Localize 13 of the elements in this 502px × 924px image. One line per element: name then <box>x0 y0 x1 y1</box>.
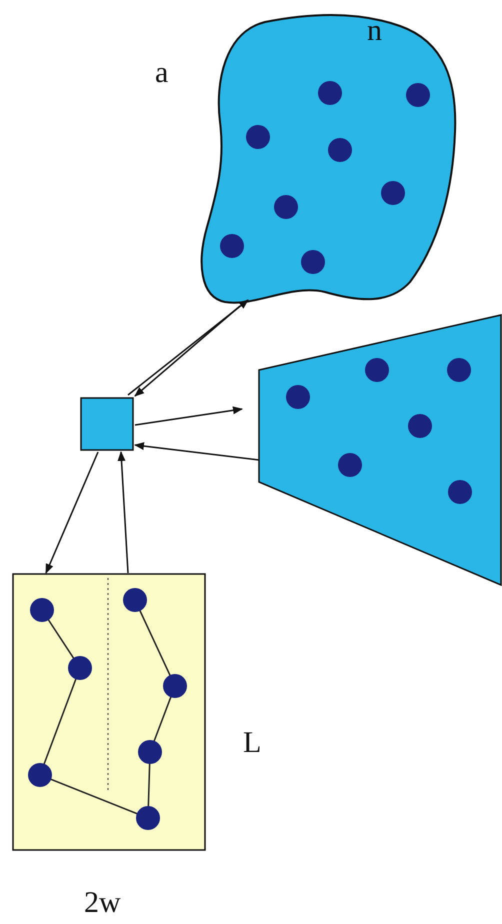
dimension-label: L <box>243 728 262 758</box>
dimension-label: a <box>155 58 168 88</box>
arrow <box>45 452 99 574</box>
arrow <box>134 305 240 397</box>
node-label: n <box>367 16 382 46</box>
arrow <box>118 451 129 574</box>
rectangle-box <box>12 573 206 851</box>
arrow <box>134 406 243 426</box>
square-box <box>80 397 134 451</box>
arrow <box>128 299 249 396</box>
dimension-label: 2w <box>84 888 121 918</box>
arrow <box>134 442 260 461</box>
trapezoid-shape <box>258 314 502 586</box>
